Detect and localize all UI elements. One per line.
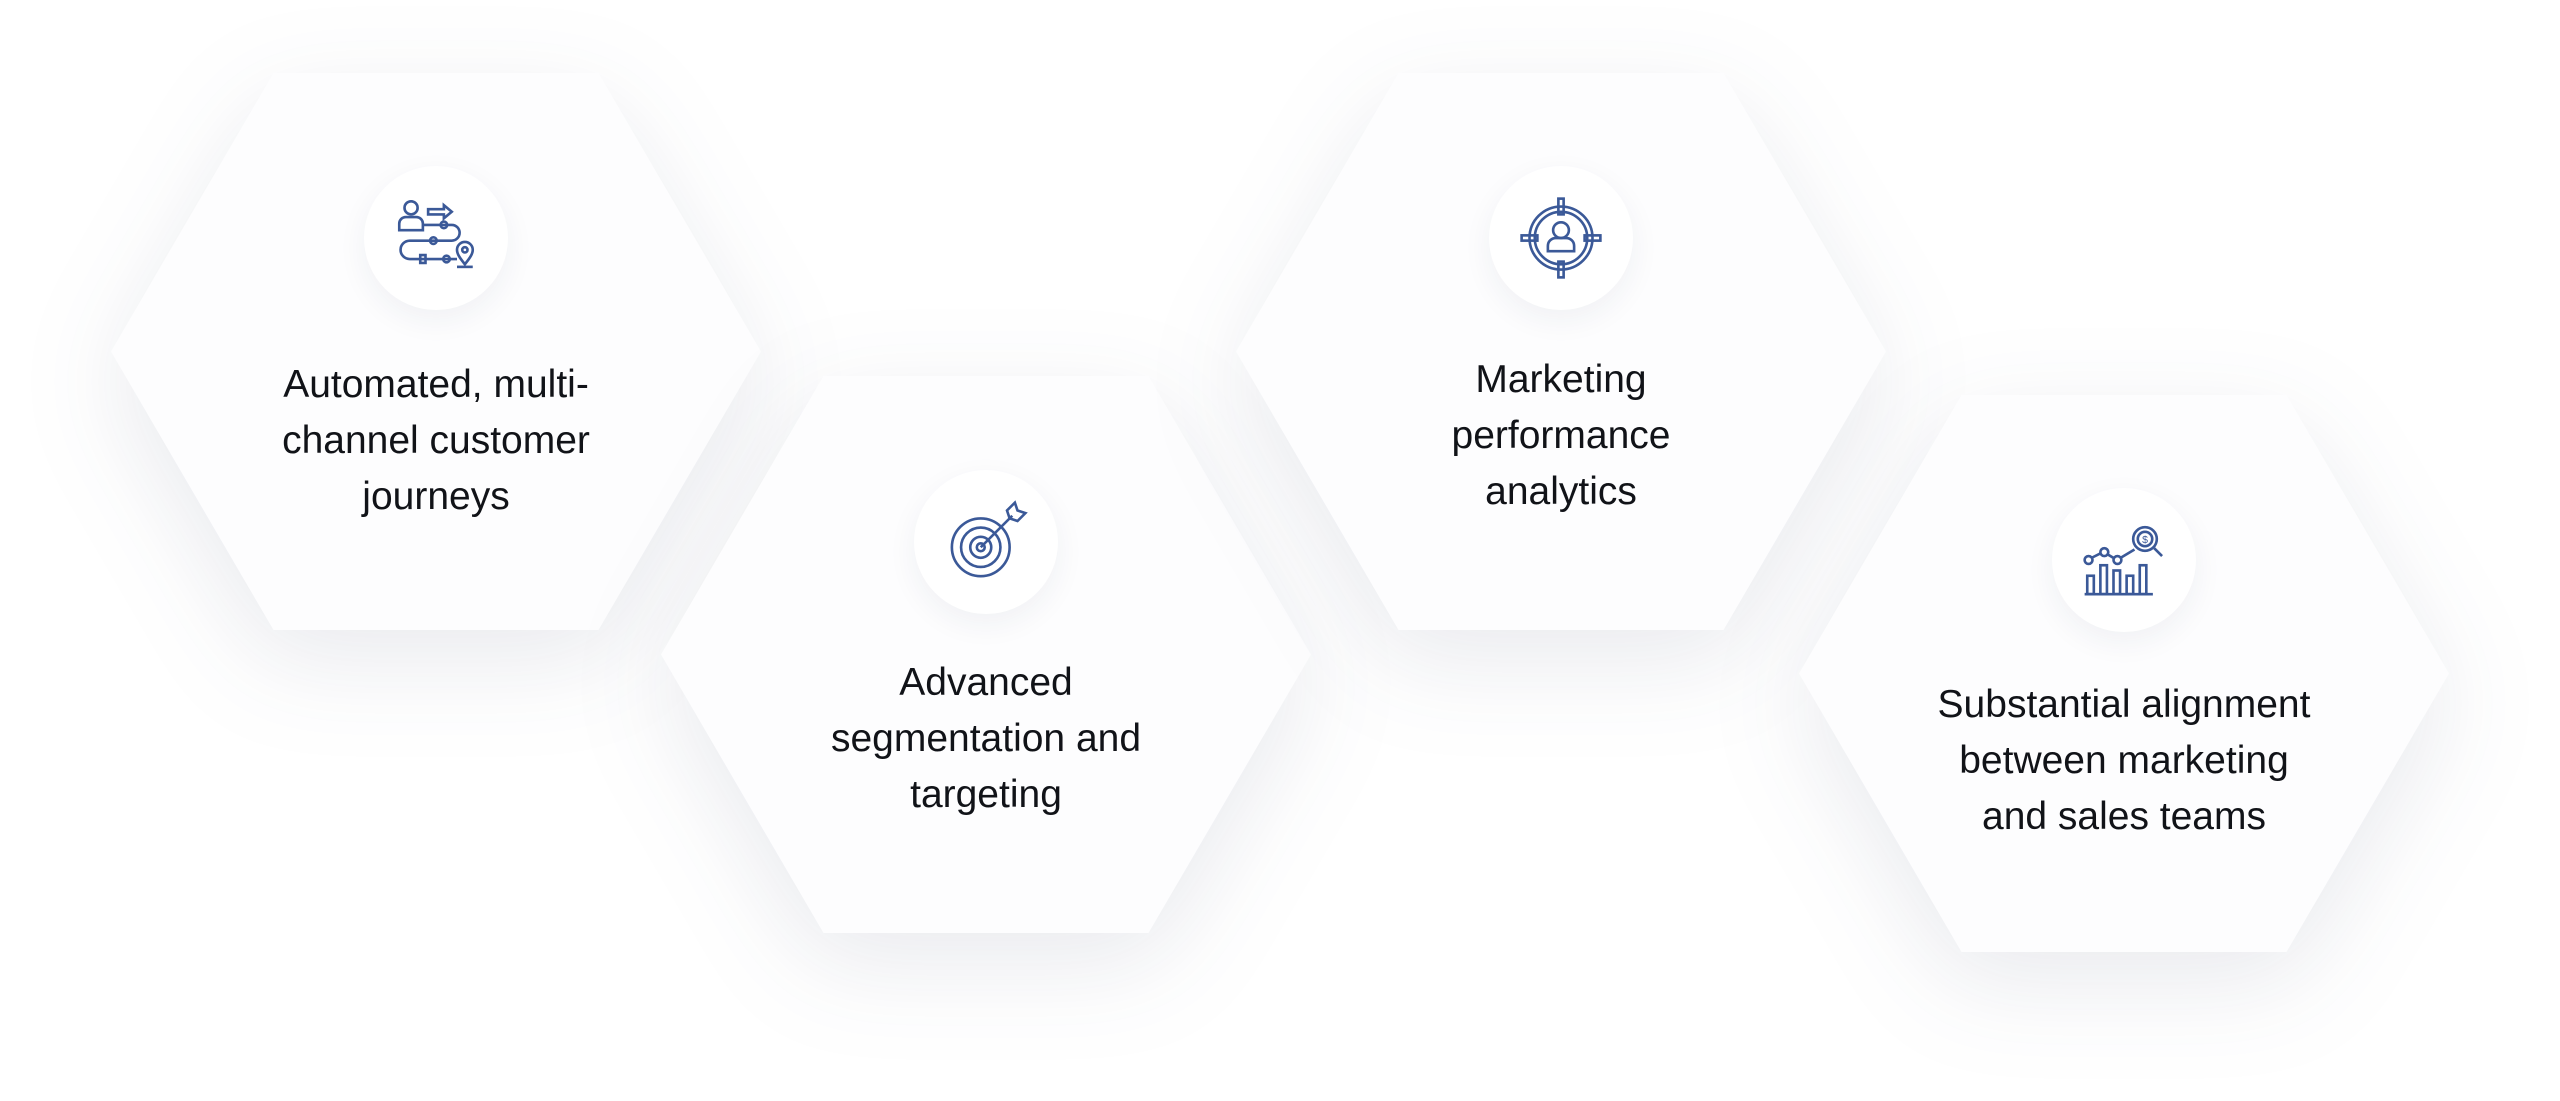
hexagon-background bbox=[1799, 395, 2449, 952]
label-line: performance bbox=[1451, 414, 1671, 457]
label-line: analytics bbox=[1485, 470, 1637, 513]
feature-card-customer-journeys: Automated, multi- channel customer journ… bbox=[111, 73, 761, 630]
label-line: channel customer bbox=[282, 419, 590, 462]
svg-text:$: $ bbox=[2142, 534, 2148, 546]
feature-label: Automated, multi- channel customer journ… bbox=[111, 357, 761, 525]
customer-journey-icon bbox=[397, 199, 475, 269]
icon-circle: $ bbox=[2052, 488, 2196, 632]
feature-card-analytics: Marketing performance analytics bbox=[1236, 73, 1886, 630]
label-line: Automated, multi- bbox=[283, 363, 589, 406]
label-line: Substantial alignment bbox=[1937, 683, 2311, 726]
label-line: segmentation and bbox=[830, 717, 1142, 760]
feature-label: Marketing performance analytics bbox=[1236, 352, 1886, 520]
icon-circle bbox=[1489, 166, 1633, 310]
icon-circle bbox=[364, 166, 508, 310]
chart-dollar-magnifier-icon: $ bbox=[2083, 525, 2163, 596]
target-arrow-icon bbox=[950, 500, 1028, 578]
label-line: targeting bbox=[910, 773, 1062, 816]
label-line: journeys bbox=[362, 475, 510, 518]
feature-label: Substantial alignment between marketing … bbox=[1799, 677, 2449, 845]
label-line: Marketing bbox=[1475, 358, 1647, 401]
icon-circle bbox=[914, 470, 1058, 614]
feature-card-segmentation: Advanced segmentation and targeting bbox=[661, 376, 1311, 933]
hexagon-background bbox=[1236, 73, 1886, 630]
label-line: and sales teams bbox=[1982, 795, 2266, 838]
label-line: Advanced bbox=[899, 661, 1073, 704]
feature-label: Advanced segmentation and targeting bbox=[661, 655, 1311, 823]
label-line: between marketing bbox=[1959, 739, 2289, 782]
person-crosshair-icon bbox=[1520, 197, 1602, 279]
feature-card-alignment: $ Substantial alignment between marketin… bbox=[1799, 395, 2449, 952]
